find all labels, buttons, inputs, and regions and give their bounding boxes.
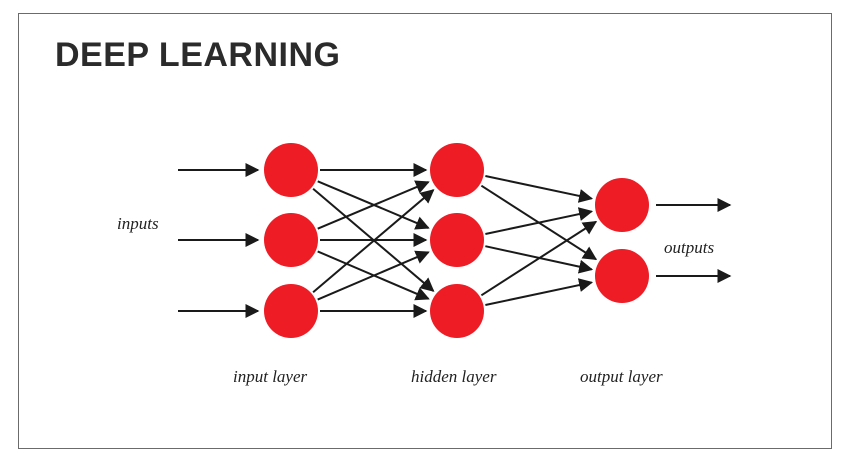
outputs-label: outputs — [664, 238, 714, 257]
connection-l1-3-to-1 — [312, 189, 435, 293]
edges-group — [178, 163, 732, 318]
hidden-layer-node-2 — [430, 213, 484, 267]
hidden-layer-label: hidden layer — [411, 367, 497, 386]
hidden-layer-node-1 — [430, 143, 484, 197]
input-layer-node-3 — [264, 284, 318, 338]
output-layer-node-2 — [595, 249, 649, 303]
input-layer-node-2 — [264, 213, 318, 267]
connection-l2-3-to-2 — [485, 278, 594, 306]
connection-l1-2-to-1 — [317, 180, 430, 230]
input-layer-label: input layer — [233, 367, 308, 386]
nodes-group — [264, 143, 649, 338]
connection-l1-3-to-2 — [317, 250, 430, 301]
diagram-title: DEEP LEARNING — [55, 36, 341, 74]
input-layer-node-1 — [264, 143, 318, 197]
inputs-label: inputs — [117, 214, 159, 233]
hidden-layer-node-3 — [430, 284, 484, 338]
connection-l2-1-to-1 — [485, 175, 594, 203]
output-layer-label: output layer — [580, 367, 663, 386]
connection-l2-2-to-1 — [485, 207, 594, 235]
connection-l2-3-to-1 — [480, 220, 598, 297]
output-layer-node-1 — [595, 178, 649, 232]
diagram-frame: DEEP LEARNING — [18, 13, 832, 449]
